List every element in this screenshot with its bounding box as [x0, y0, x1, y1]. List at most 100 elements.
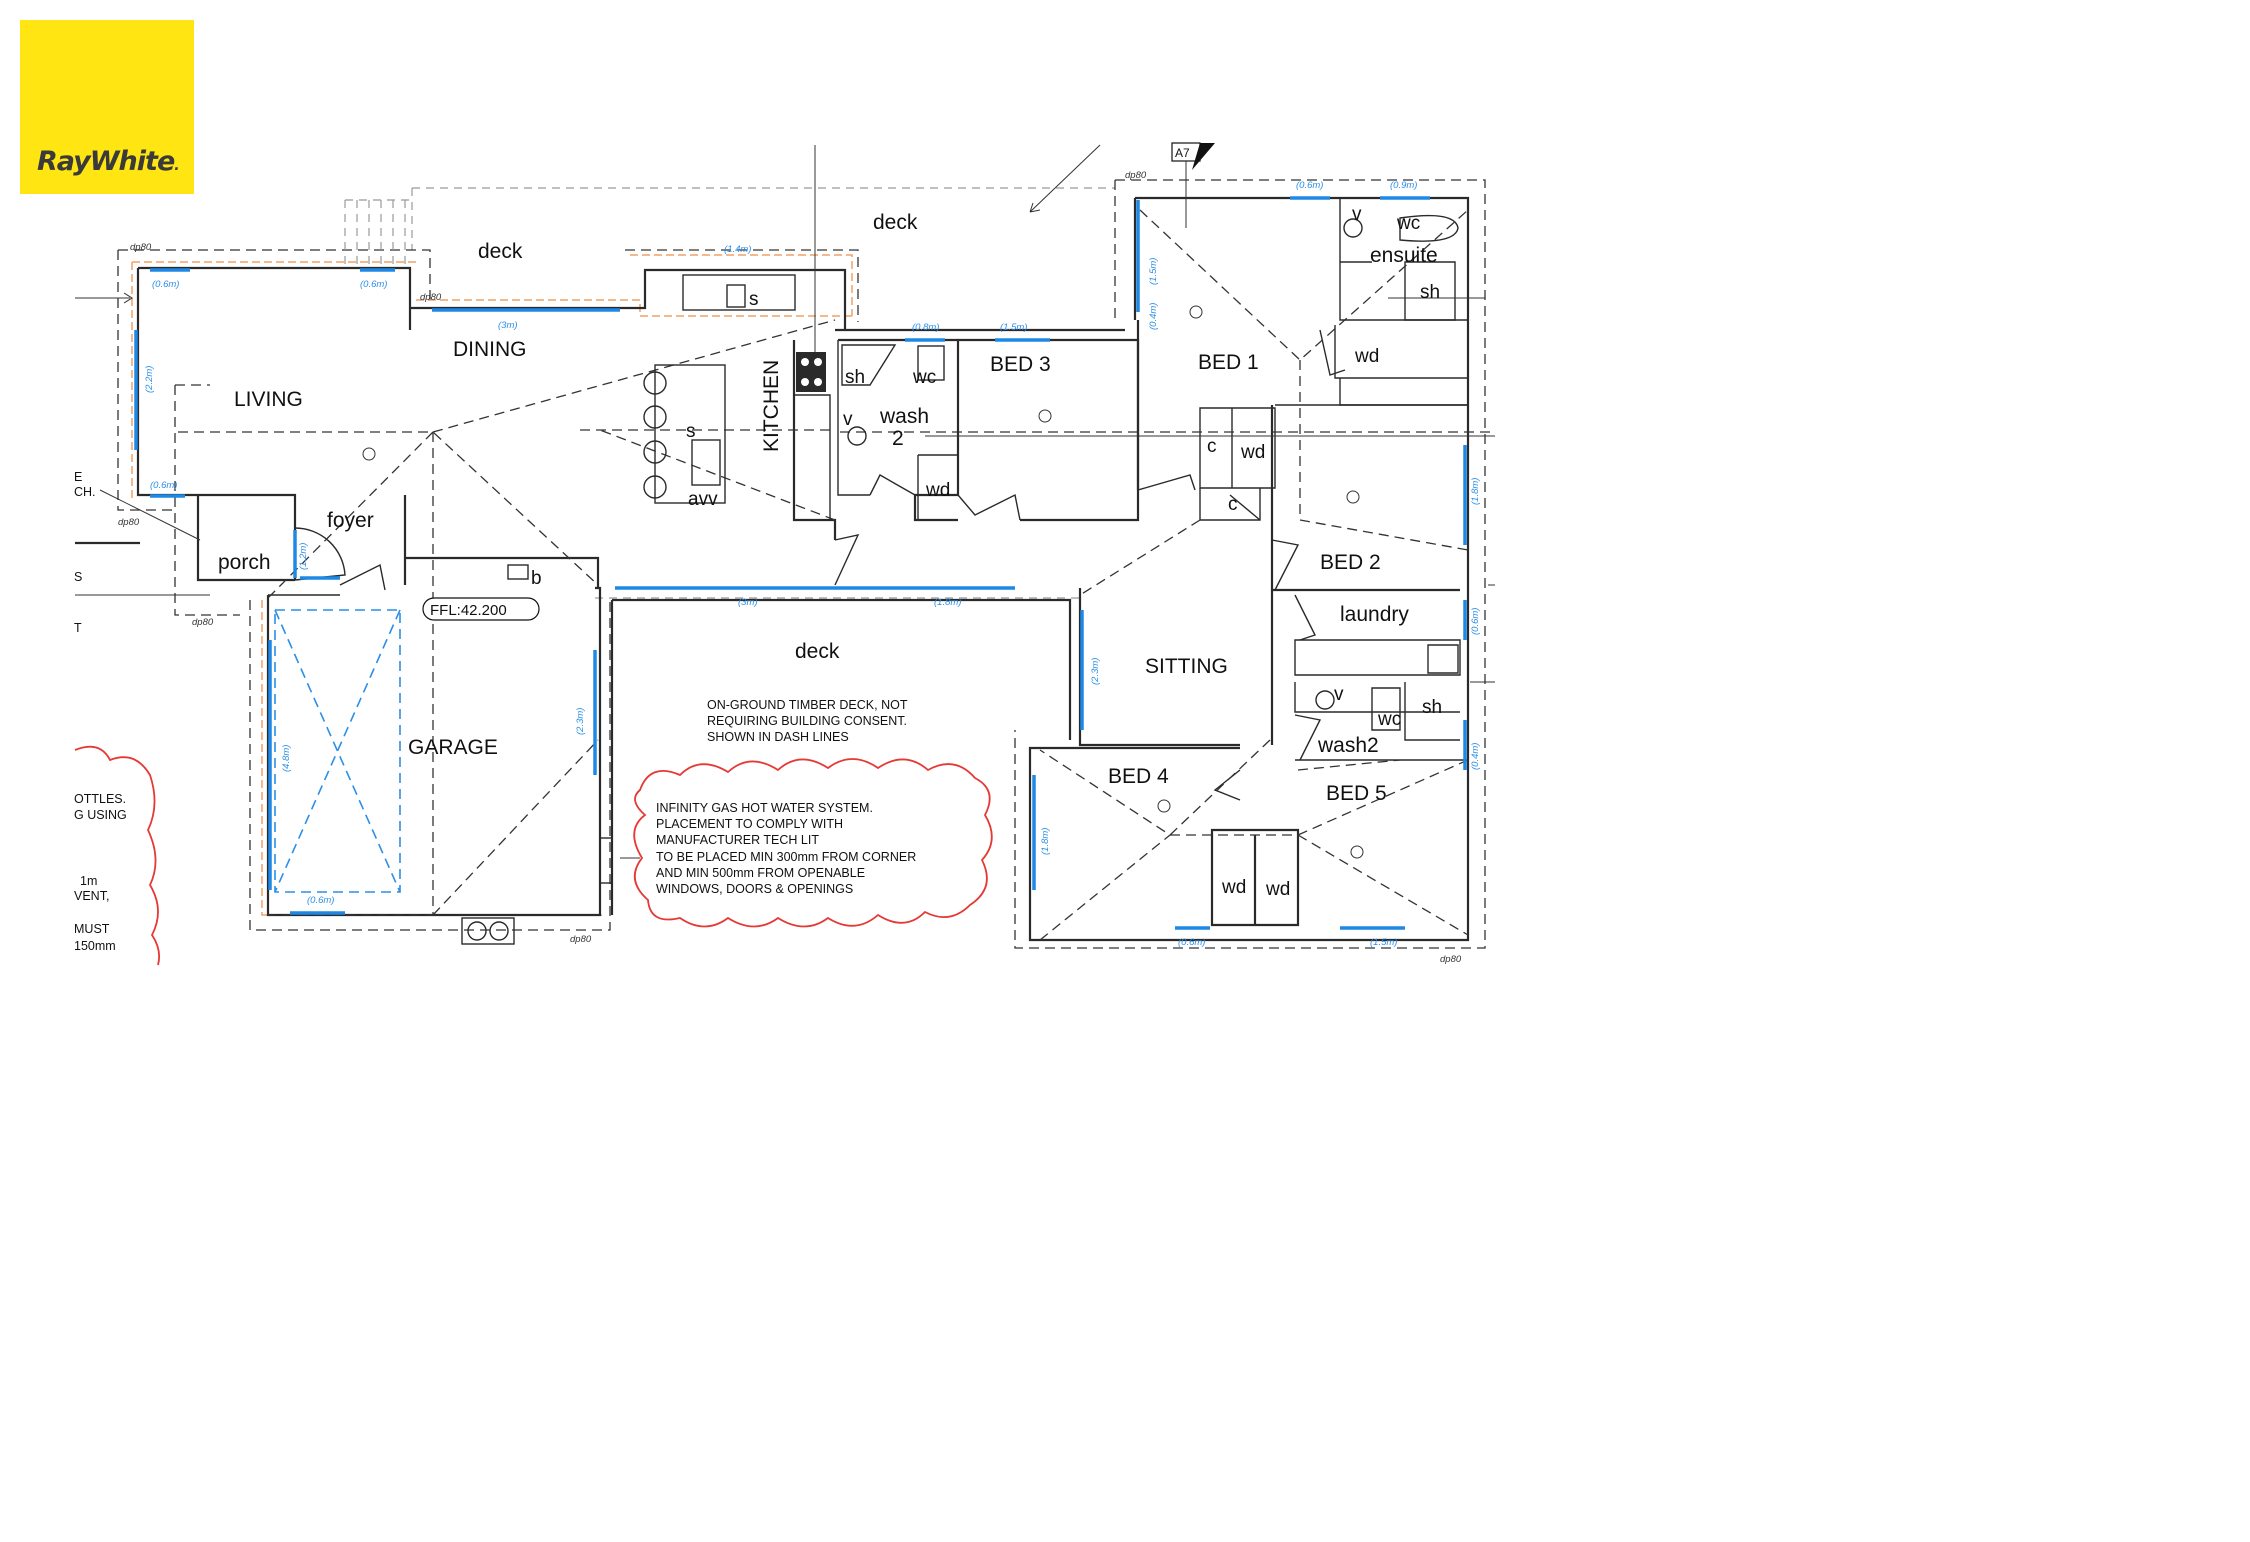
tag-dp80-1: dp80: [130, 242, 152, 253]
tag-dp80-6: dp80: [1125, 170, 1147, 181]
fixture-v-2: v: [1352, 204, 1362, 225]
label-deck-top-right: deck: [873, 211, 918, 234]
dim-dining-window: (3m): [498, 320, 518, 331]
frag-2: CH.: [74, 485, 96, 499]
fixture-sh-1: sh: [845, 367, 865, 388]
fixture-v-1: v: [843, 409, 853, 430]
label-wash2-bottom: wash2: [1317, 734, 1379, 757]
revision-cloud-left: [74, 745, 161, 966]
label-deck-center: deck: [795, 640, 840, 663]
label-bed4: BED 4: [1108, 765, 1169, 788]
revision-cloud-hot-water: [633, 758, 993, 928]
label-wash-top-2: 2: [892, 427, 904, 450]
dim-living-window-2: (0.6m): [360, 279, 387, 290]
callout-a7-text: A7: [1175, 146, 1190, 160]
fixture-avv: avv: [688, 489, 718, 510]
frag-9: MUST: [74, 922, 110, 936]
label-foyer: foyer: [327, 509, 374, 532]
dim-ensuite-1: (0.6m): [1296, 180, 1323, 191]
dim-garage-side: (2.3m): [575, 708, 586, 735]
ffl-text: FFL:42.200: [430, 602, 507, 619]
hot-water-line-3: MANUFACTURER TECH LIT: [656, 833, 819, 847]
label-porch: porch: [218, 551, 271, 574]
eaves-outline-right: [1014, 179, 1486, 949]
dim-bed1-side-2: (0.4m): [1148, 303, 1159, 330]
dim-bed2-side: (1.8m): [1470, 478, 1481, 505]
garage-car-space: [274, 609, 401, 893]
label-bed5: BED 5: [1326, 782, 1387, 805]
deck-note-line-2: REQUIRING BUILDING CONSENT.: [707, 714, 907, 728]
fixture-wd-4: wd: [1221, 877, 1246, 898]
logo-text: RayWhite.: [37, 146, 180, 177]
deck-note: ON-GROUND TIMBER DECK, NOT REQUIRING BUI…: [707, 698, 908, 744]
deck-stairs: [344, 199, 412, 268]
tag-dp80-5: dp80: [570, 934, 592, 945]
label-sitting: SITTING: [1145, 655, 1228, 678]
fixture-sh-3: sh: [1422, 697, 1442, 718]
frag-7: 1m: [80, 874, 97, 888]
ffl-level: FFL:42.200: [422, 597, 540, 621]
label-ensuite: ensuite: [1370, 244, 1438, 267]
label-deck-top-left: deck: [478, 240, 523, 263]
tag-dp80-7: dp80: [1440, 954, 1462, 965]
frag-3: S: [74, 570, 82, 584]
dim-wash-window: (0.8m): [912, 322, 939, 333]
fixture-c-1: c: [1207, 436, 1217, 457]
frag-8: VENT,: [74, 889, 109, 903]
label-kitchen: KITCHEN: [760, 360, 783, 452]
section-callout-a7: A7: [1171, 142, 1215, 228]
frag-1: E: [74, 470, 82, 484]
fixture-wc-3: wc: [1377, 709, 1401, 730]
frag-5: OTTLES.: [74, 792, 126, 806]
tag-dp80-2: dp80: [420, 292, 442, 303]
door-swings: [294, 329, 1346, 801]
hot-water-note: INFINITY GAS HOT WATER SYSTEM. PLACEMENT…: [656, 801, 916, 896]
dim-laundry-side: (0.6m): [1470, 608, 1481, 635]
dim-deck-window-1: (3m): [738, 597, 758, 608]
hot-water-line-4: TO BE PLACED MIN 300mm FROM CORNER: [656, 850, 916, 864]
dim-sitting-side: (2.3m): [1090, 658, 1101, 685]
label-garage: GARAGE: [408, 736, 498, 759]
label-laundry: laundry: [1340, 603, 1409, 626]
dining-chairs: [643, 274, 796, 504]
tag-dp80-3: dp80: [118, 517, 140, 528]
label-living: LIVING: [234, 388, 303, 411]
deck-note-line-1: ON-GROUND TIMBER DECK, NOT: [707, 698, 908, 712]
dim-ensuite-2: (0.9m): [1390, 180, 1417, 191]
cropped-left-notes: E CH. S T OTTLES. G USING 1m VENT, MUST …: [74, 470, 140, 953]
floor-plan: A7 FFL:42.200 deck deck DINING LIVING KI…: [74, 142, 1495, 966]
leader-lines: [75, 144, 1495, 859]
frag-10: 150mm: [74, 939, 116, 953]
fixture-s-1: s: [749, 289, 759, 310]
dim-foyer: (1.2m): [298, 543, 309, 570]
dim-living-side: (2.2m): [144, 366, 155, 393]
hot-water-line-2: PLACEMENT TO COMPLY WITH: [656, 817, 843, 831]
fixture-s-2: s: [686, 421, 696, 442]
dim-deck-window-2: (1.8m): [934, 597, 961, 608]
deck-note-line-3: SHOWN IN DASH LINES: [707, 730, 849, 744]
frag-4: T: [74, 621, 82, 635]
fixture-v-3: v: [1334, 684, 1344, 705]
raywhite-logo: RayWhite.: [20, 20, 194, 194]
roof-lines: [178, 209, 1495, 941]
fixture-wd-5: wd: [1265, 879, 1290, 900]
dim-garage-bottom: (0.6m): [307, 895, 334, 906]
fixture-wd-3: wd: [1240, 442, 1265, 463]
fixture-sh-2: sh: [1420, 282, 1440, 303]
fixture-b: b: [531, 568, 542, 589]
eaves-outline-left: [118, 249, 431, 300]
dim-living-window-1: (0.6m): [152, 279, 179, 290]
walls: [136, 196, 1470, 942]
label-bed2: BED 2: [1320, 551, 1381, 574]
dim-garage-door: (4.8m): [281, 745, 292, 772]
label-wash-top: wash: [879, 405, 929, 428]
dim-wash2-side: (0.4m): [1470, 743, 1481, 770]
fixture-wc-2: wc: [1396, 213, 1420, 234]
dim-bed4-side: (1.8m): [1040, 828, 1051, 855]
smoke-detectors: [362, 305, 1364, 859]
garage-eaves: [249, 600, 611, 931]
fixture-wd-1: wd: [925, 480, 950, 501]
hot-water-line-5: AND MIN 500mm FROM OPENABLE: [656, 866, 865, 880]
dim-bed5-bottom: (1.5m): [1370, 937, 1397, 948]
dim-living-bottom: (0.6m): [150, 480, 177, 491]
